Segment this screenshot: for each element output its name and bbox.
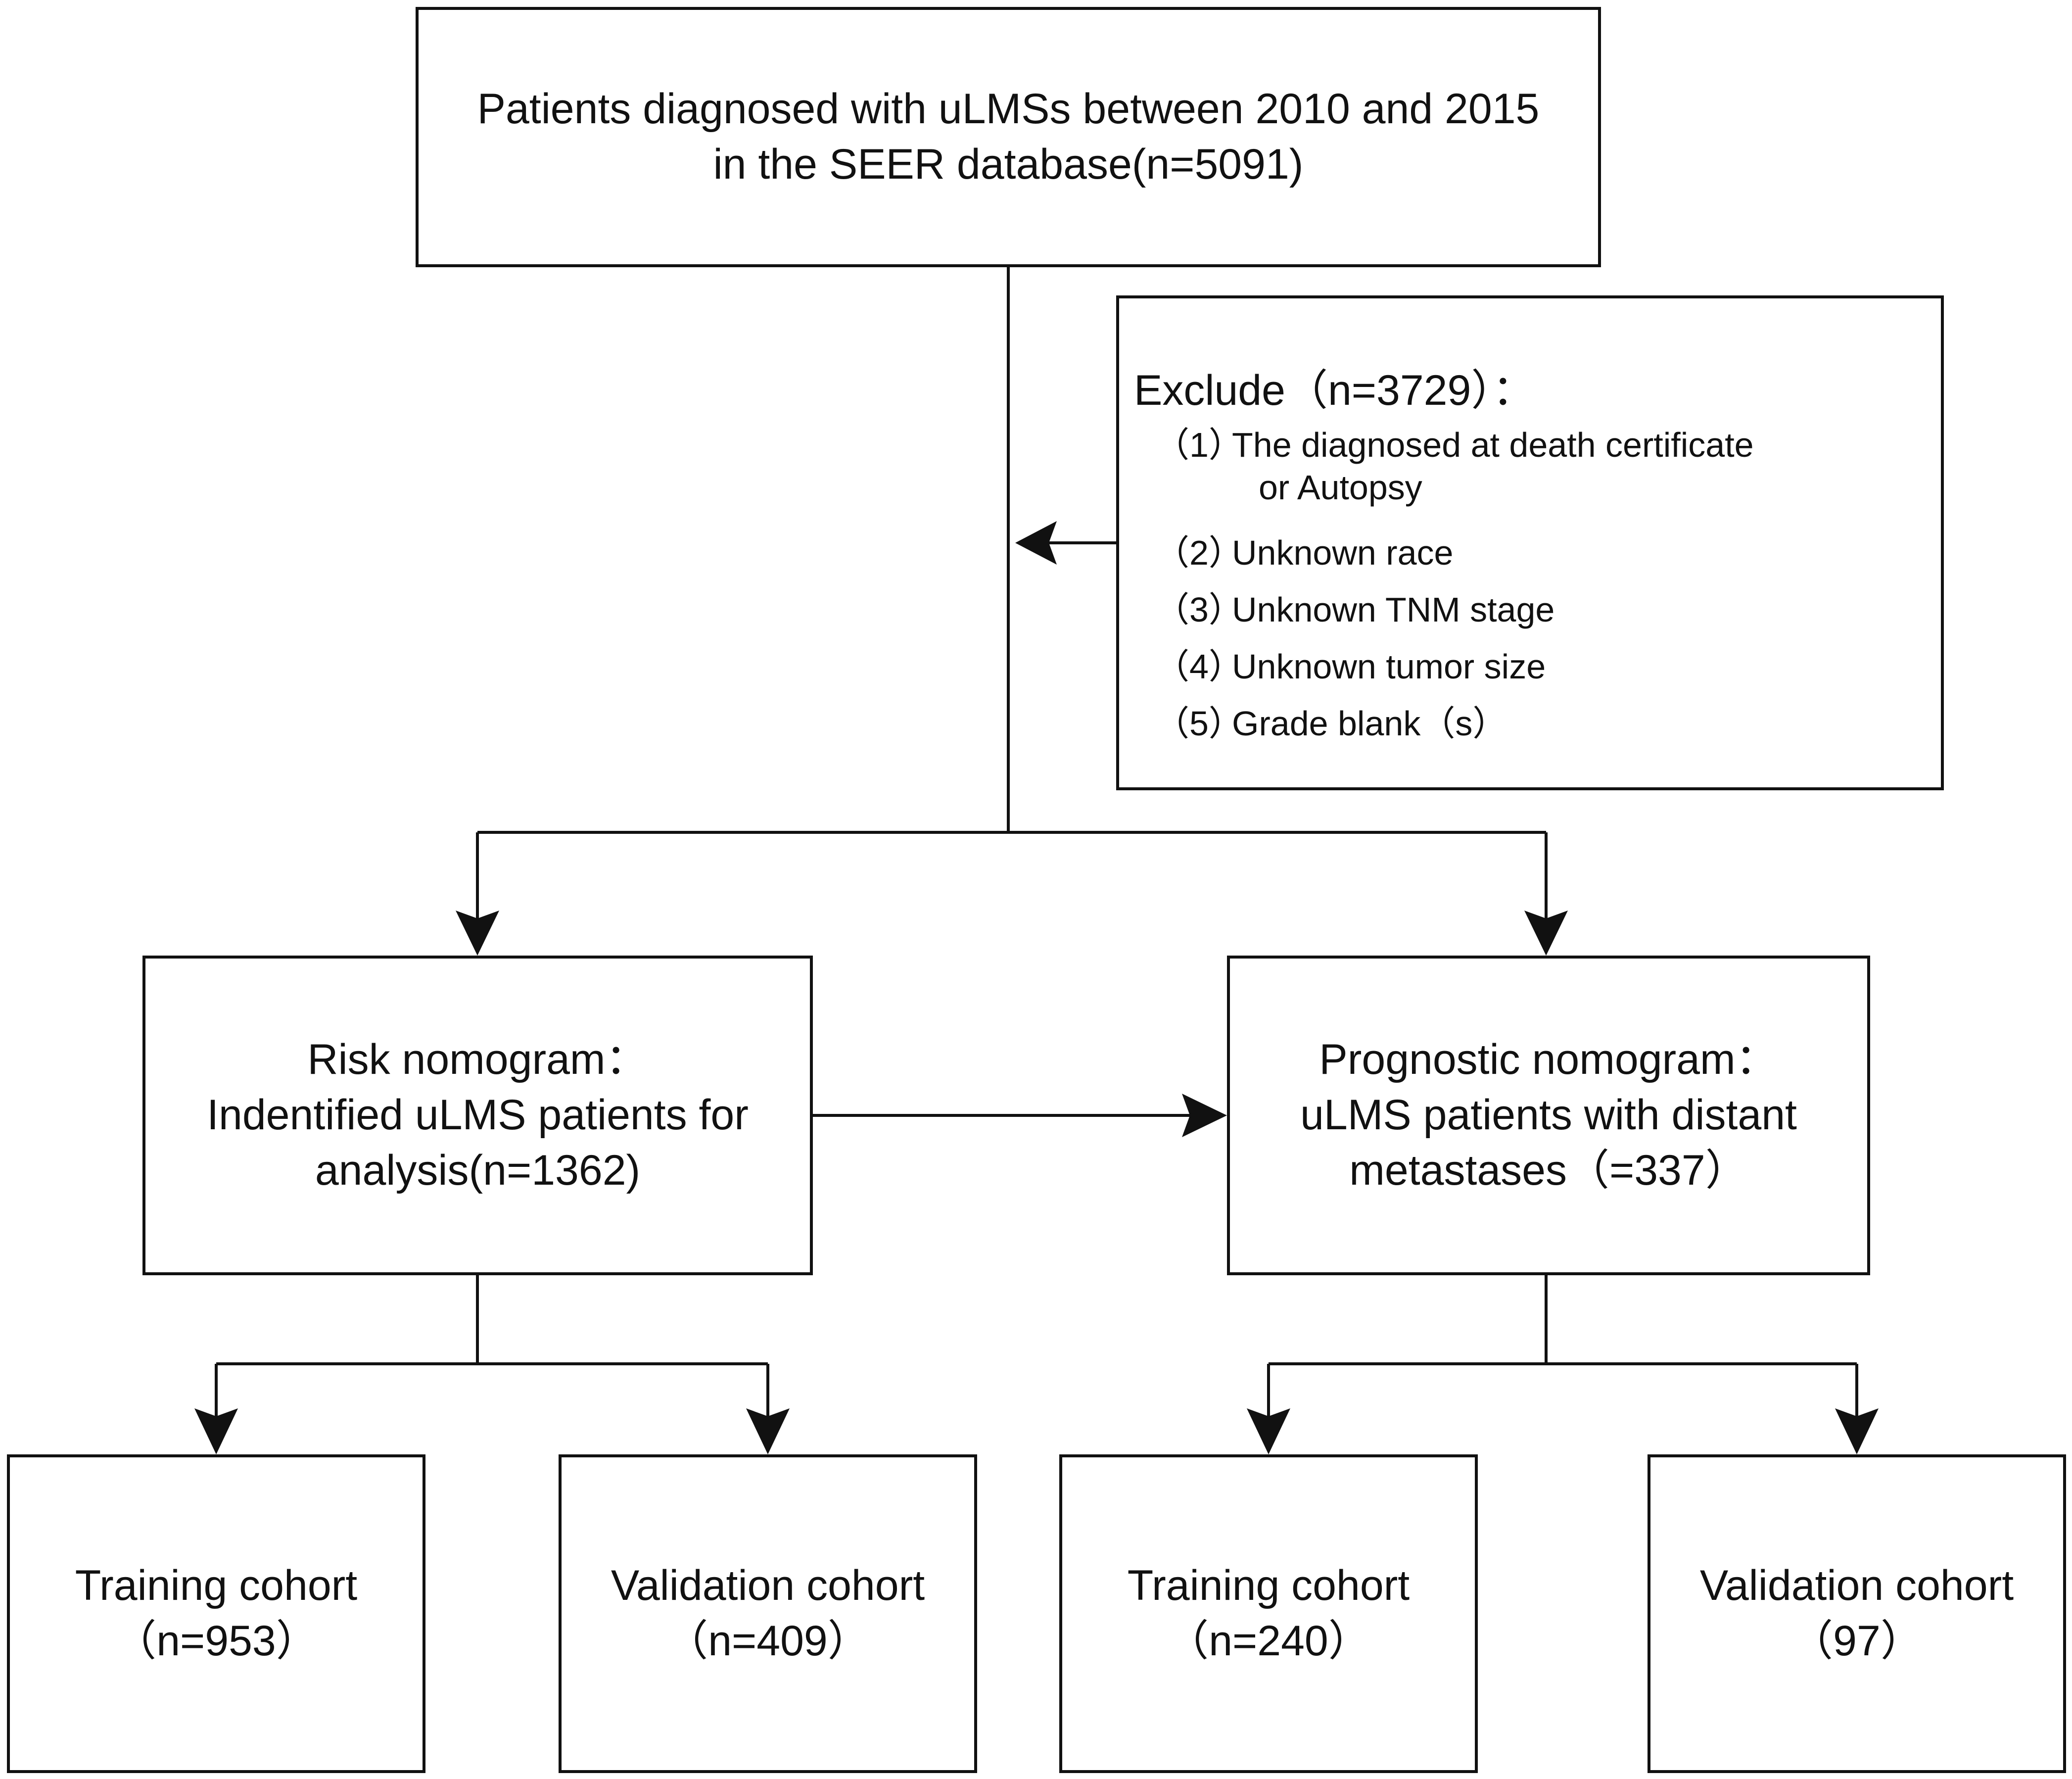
arrowhead-train-prog [1247, 1408, 1290, 1454]
exclusion-item-continuation: or Autopsy [1259, 468, 1422, 507]
cohort-count: （n=953） [114, 1617, 319, 1665]
cohort-label: Validation cohort [1699, 1562, 2014, 1610]
risk-nomogram-line-2: Indentified uLMS patients for [207, 1091, 749, 1139]
exclusion-title: Exclude（n=3729）： [1134, 367, 1535, 414]
risk-validation-cohort-box: Validation cohort （n=409） [559, 1454, 977, 1773]
exclusion-item-number: （4） [1155, 647, 1243, 686]
arrowhead-train-risk [194, 1408, 238, 1454]
cohort-count: （n=409） [665, 1617, 870, 1665]
arrowhead-exclude [1015, 521, 1057, 565]
exclusion-box: Exclude（n=3729）： （1）The diagnosed at dea… [1116, 295, 1944, 790]
arrowhead-risk [456, 911, 499, 956]
arrowhead-risk-to-prog [1182, 1094, 1227, 1137]
exclusion-item: （5）Grade blank（s） [1155, 696, 1507, 746]
prognostic-validation-cohort-box: Validation cohort （97） [1648, 1454, 2066, 1773]
risk-nomogram-box: Risk nomogram： Indentified uLMS patients… [142, 956, 813, 1275]
arrowhead-valid-prog [1835, 1408, 1879, 1454]
exclusion-item: （4）Unknown tumor size [1155, 639, 1546, 689]
cohort-count: （97） [1790, 1617, 1923, 1665]
cohort-label: Training cohort [1127, 1562, 1410, 1610]
cohort-count: （n=240） [1166, 1617, 1371, 1665]
prognostic-nomogram-line-1: Prognostic nomogram： [1319, 1036, 1778, 1084]
prognostic-nomogram-line-3: metastases（=337） [1349, 1146, 1748, 1194]
exclusion-item-text: Unknown TNM stage [1232, 590, 1555, 629]
exclusion-item-number: （1） [1155, 426, 1243, 464]
exclusion-item: （3）Unknown TNM stage [1155, 582, 1554, 632]
risk-nomogram-line-1: Risk nomogram： [307, 1036, 648, 1084]
exclusion-item: （1）The diagnosed at death certificate [1155, 417, 1754, 467]
cohort-label: Validation cohort [611, 1562, 925, 1610]
exclusion-item-text: Unknown race [1232, 533, 1454, 572]
exclusion-item-number: （3） [1155, 590, 1243, 629]
exclusion-item-number: （5） [1155, 704, 1243, 743]
seer-patients-box: Patients diagnosed with uLMSs between 20… [416, 7, 1601, 267]
arrowhead-valid-risk [746, 1408, 790, 1454]
exclusion-item: （2）Unknown race [1155, 525, 1453, 575]
arrowhead-prog [1524, 911, 1568, 956]
exclusion-item-text: The diagnosed at death certificate [1232, 426, 1754, 464]
cohort-label: Training cohort [75, 1562, 358, 1610]
exclusion-item-text: Unknown tumor size [1232, 647, 1546, 686]
risk-training-cohort-box: Training cohort （n=953） [7, 1454, 425, 1773]
exclusion-item-text: Grade blank（s） [1232, 704, 1507, 743]
risk-nomogram-line-3: analysis(n=1362) [315, 1146, 641, 1194]
seer-patients-line-2: in the SEER database(n=5091) [713, 141, 1304, 188]
exclusion-item-number: （2） [1155, 533, 1243, 572]
seer-patients-line-1: Patients diagnosed with uLMSs between 20… [477, 85, 1540, 133]
prognostic-nomogram-box: Prognostic nomogram： uLMS patients with … [1227, 956, 1870, 1275]
prognostic-nomogram-line-2: uLMS patients with distant [1300, 1091, 1797, 1139]
prognostic-training-cohort-box: Training cohort （n=240） [1059, 1454, 1478, 1773]
